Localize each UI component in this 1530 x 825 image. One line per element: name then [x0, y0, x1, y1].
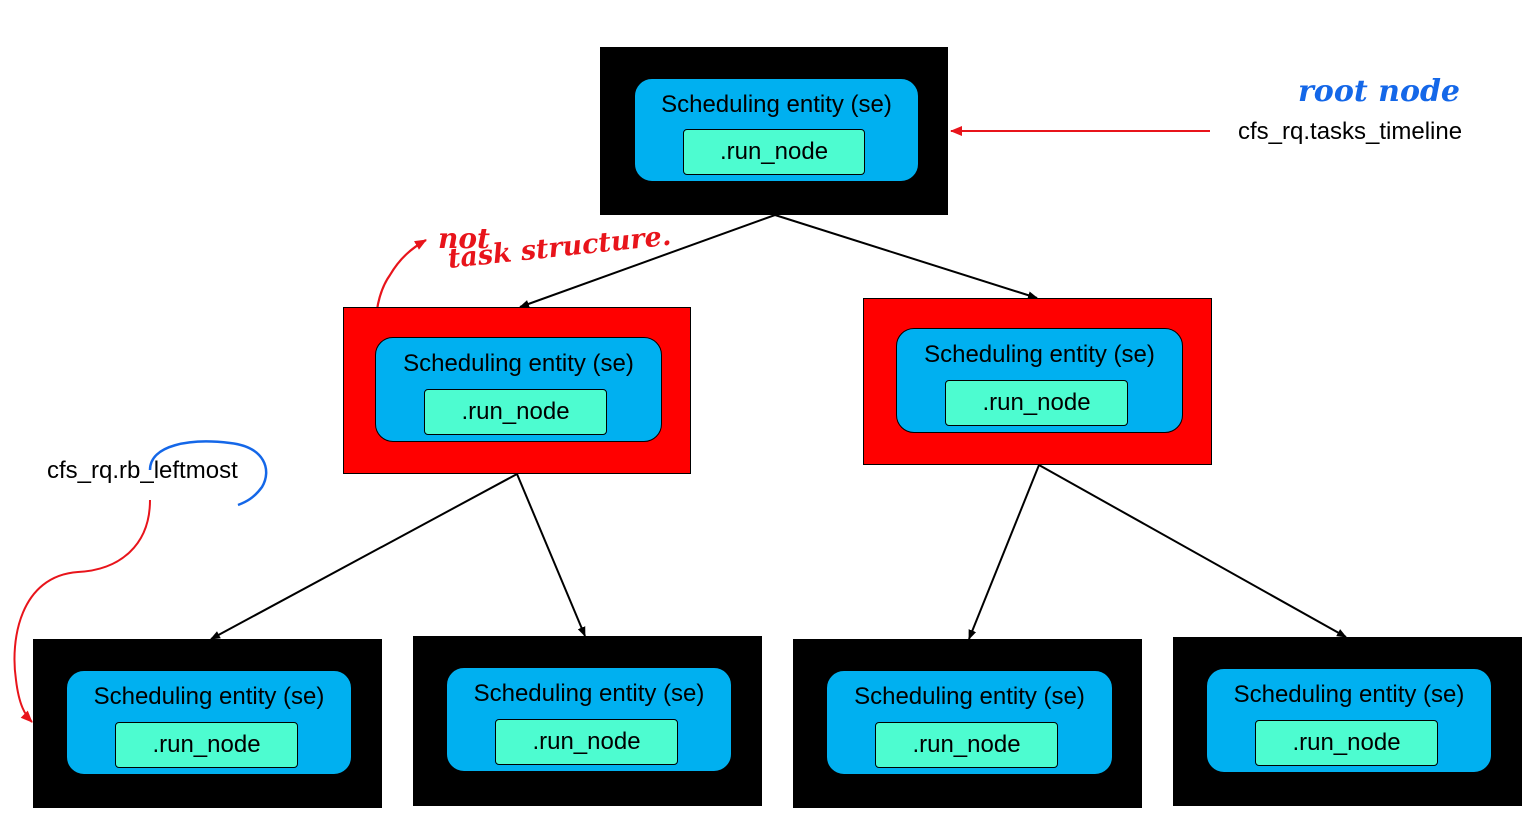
run-node-box: .run_node — [424, 389, 607, 435]
edge-root-left — [519, 214, 776, 308]
scheduling-entity-box: Scheduling entity (se) .run_node — [826, 670, 1113, 775]
scheduling-entity-box: Scheduling entity (se) .run_node — [375, 337, 662, 442]
tree-node-root: Scheduling entity (se) .run_node — [600, 47, 948, 215]
edge-left-leaf2 — [516, 473, 586, 637]
run-node-box: .run_node — [875, 722, 1058, 768]
scheduling-entity-label: Scheduling entity (se) — [854, 683, 1085, 710]
scheduling-entity-label: Scheduling entity (se) — [473, 680, 705, 707]
tree-node-leaf-1: Scheduling entity (se) .run_node — [33, 639, 382, 808]
scheduling-entity-label: Scheduling entity (se) — [93, 683, 325, 710]
scheduling-entity-box: Scheduling entity (se) .run_node — [634, 78, 919, 182]
edge-root-right — [774, 214, 1038, 300]
scheduling-entity-label: Scheduling entity (se) — [661, 91, 892, 118]
run-node-box: .run_node — [683, 129, 865, 175]
tree-node-leaf-2: Scheduling entity (se) .run_node — [413, 636, 762, 806]
tree-node-leaf-4: Scheduling entity (se) .run_node — [1173, 637, 1522, 806]
scheduling-entity-box: Scheduling entity (se) .run_node — [1206, 668, 1492, 773]
run-node-box: .run_node — [945, 380, 1128, 426]
scheduling-entity-label: Scheduling entity (se) — [403, 350, 634, 377]
scheduling-entity-label: Scheduling entity (se) — [924, 341, 1155, 368]
leftmost-label: cfs_rq.rb_leftmost — [47, 457, 238, 484]
root-node-annotation: root node — [1298, 74, 1461, 109]
leftmost-curve-arrow — [13, 499, 151, 723]
tree-node-level1-right: Scheduling entity (se) .run_node — [863, 298, 1212, 465]
edge-right-leaf3 — [968, 464, 1040, 640]
tree-node-leaf-3: Scheduling entity (se) .run_node — [793, 639, 1142, 808]
leftmost-circle — [148, 440, 268, 507]
run-node-box: .run_node — [495, 719, 678, 765]
scheduling-entity-box: Scheduling entity (se) .run_node — [896, 328, 1183, 433]
run-node-box: .run_node — [115, 722, 298, 768]
edge-right-leaf4 — [1038, 464, 1347, 638]
edge-left-leaf1 — [210, 473, 518, 640]
scheduling-entity-box: Scheduling entity (se) .run_node — [66, 670, 352, 775]
tree-node-level1-left: Scheduling entity (se) .run_node — [343, 307, 691, 474]
not-task-annotation-line1: not — [438, 222, 490, 255]
scheduling-entity-box: Scheduling entity (se) .run_node — [446, 667, 732, 772]
run-node-box: .run_node — [1255, 720, 1438, 766]
tasks-timeline-label: cfs_rq.tasks_timeline — [1238, 118, 1463, 145]
scheduling-entity-label: Scheduling entity (se) — [1233, 681, 1465, 708]
